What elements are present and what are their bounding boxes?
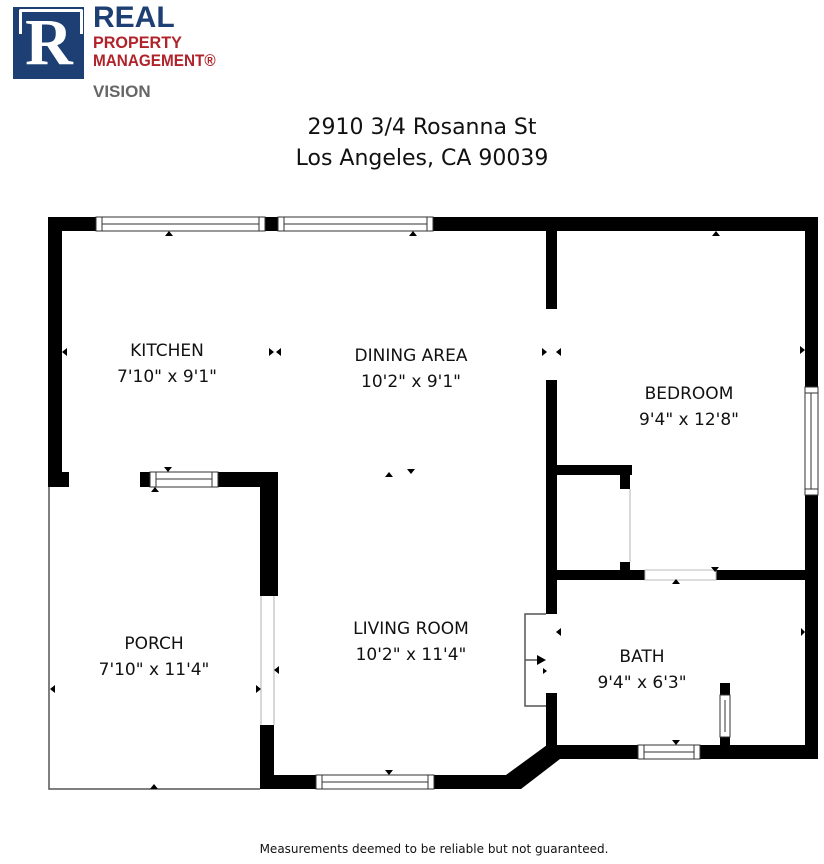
arrow-up-icon bbox=[151, 487, 159, 492]
room-bedroom: BEDROOM 9'4" x 12'8" bbox=[639, 381, 739, 433]
arrow-left-icon bbox=[556, 628, 561, 636]
arrow-right-icon bbox=[543, 668, 547, 674]
room-name: DINING AREA bbox=[354, 346, 468, 366]
arrow-up-icon bbox=[385, 472, 393, 477]
windows bbox=[95, 216, 819, 790]
room-size: 9'4" x 6'3" bbox=[597, 673, 687, 693]
wall bbox=[720, 683, 730, 695]
wall bbox=[48, 472, 69, 487]
room-kitchen: KITCHEN 7'10" x 9'1" bbox=[117, 338, 217, 390]
logo-text-vision: VISION bbox=[93, 82, 151, 101]
wall bbox=[546, 380, 557, 614]
room-size: 7'10" x 9'1" bbox=[117, 367, 217, 387]
wall bbox=[140, 472, 150, 487]
arrow-left-icon bbox=[274, 666, 279, 674]
wall bbox=[265, 217, 278, 231]
room-name: KITCHEN bbox=[130, 341, 204, 361]
room-bath: BATH 9'4" x 6'3" bbox=[597, 644, 686, 696]
wall bbox=[720, 737, 730, 747]
logo-mark: R bbox=[13, 7, 84, 79]
door-arrow-icon bbox=[537, 655, 546, 665]
logo-text-real: REAL bbox=[93, 1, 175, 34]
wall bbox=[805, 495, 818, 759]
wall bbox=[546, 745, 638, 759]
room-name: PORCH bbox=[124, 634, 184, 654]
wall bbox=[557, 465, 632, 475]
address-line-2: Los Angeles, CA 90039 bbox=[295, 146, 549, 171]
arrow-up-icon bbox=[712, 231, 720, 236]
arrow-right-icon bbox=[269, 348, 274, 356]
dimension-markers bbox=[50, 231, 805, 789]
porch-outline bbox=[48, 487, 260, 790]
arrow-down-icon bbox=[711, 567, 719, 572]
wall bbox=[557, 570, 645, 580]
arrow-left-icon bbox=[62, 348, 67, 356]
arrow-up-icon bbox=[672, 579, 680, 584]
arrow-up-icon bbox=[165, 231, 173, 236]
arrow-left-icon bbox=[50, 685, 55, 693]
house-roof-icon bbox=[19, 9, 83, 34]
company-logo: R REAL PROPERTY MANAGEMENT® VISION bbox=[13, 2, 263, 106]
room-dining-area: DINING AREA 10'2" x 9'1" bbox=[355, 343, 468, 395]
arrow-down-icon bbox=[385, 770, 393, 775]
thin-lines bbox=[48, 487, 631, 790]
room-size: 9'4" x 12'8" bbox=[639, 410, 739, 430]
arrow-left-icon bbox=[276, 348, 281, 356]
arrow-down-icon bbox=[407, 469, 415, 474]
walls bbox=[48, 217, 818, 789]
disclaimer: Measurements deemed to be reliable but n… bbox=[259, 842, 609, 856]
wall bbox=[546, 231, 557, 309]
room-porch: PORCH 7'10" x 11'4" bbox=[99, 631, 210, 683]
logo-text-property: PROPERTY bbox=[93, 33, 182, 52]
room-size: 7'10" x 11'4" bbox=[98, 660, 210, 680]
arrow-down-icon bbox=[164, 467, 172, 472]
arrow-right-icon bbox=[801, 628, 805, 636]
logo-text-management: MANAGEMENT® bbox=[93, 51, 216, 70]
room-name: LIVING ROOM bbox=[353, 619, 469, 639]
arrow-right-icon bbox=[800, 346, 805, 354]
wall bbox=[48, 217, 62, 487]
room-size: 10'2" x 9'1" bbox=[361, 372, 461, 392]
room-living-room: LIVING ROOM 10'2" x 11'4" bbox=[353, 616, 469, 668]
wall bbox=[433, 217, 818, 231]
arrow-right-icon bbox=[542, 348, 547, 356]
wall bbox=[620, 562, 630, 576]
wall bbox=[260, 472, 278, 596]
room-name: BATH bbox=[619, 647, 665, 667]
wall bbox=[700, 745, 818, 759]
address-line-1: 2910 3/4 Rosanna St bbox=[307, 115, 537, 140]
wall bbox=[805, 217, 818, 387]
wall bbox=[546, 693, 557, 759]
arrow-up-icon bbox=[409, 231, 417, 236]
arrow-down-icon bbox=[672, 740, 680, 745]
wall bbox=[434, 775, 516, 789]
room-size: 10'2" x 11'4" bbox=[355, 645, 467, 665]
wall bbox=[260, 775, 316, 789]
wall bbox=[620, 465, 630, 489]
arrow-right-icon bbox=[256, 685, 261, 693]
wall bbox=[716, 570, 808, 580]
arrow-left-icon bbox=[556, 348, 561, 356]
arrow-down-icon bbox=[150, 784, 158, 789]
logo-r-glyph: R bbox=[25, 6, 73, 79]
room-name: BEDROOM bbox=[644, 384, 734, 404]
wall bbox=[260, 725, 274, 789]
doorway bbox=[644, 569, 717, 581]
